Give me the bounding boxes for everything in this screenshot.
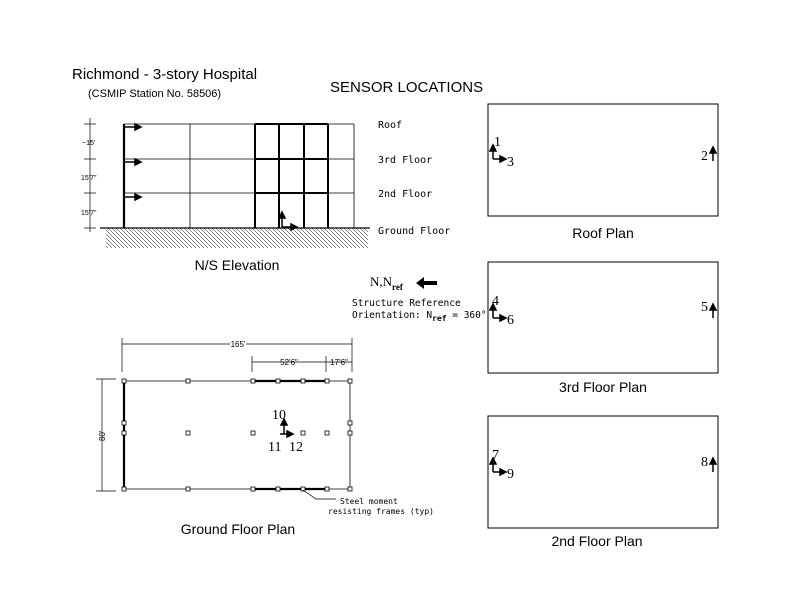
sensor-2: 2 [701,149,708,164]
sensor-6: 6 [507,313,514,328]
north-label-sub: ref [392,282,404,292]
third-floor-plan: 4 6 5 3rd Floor Plan [487,261,719,395]
north-label: N,N [370,274,393,289]
dim-roof-height: ~15' [82,140,95,147]
floor-label-ground: Ground Floor [378,226,450,237]
sensor-4: 4 [492,294,499,309]
ns-elevation: ~15' 15'7" 15'7" Roof 3rd Floor 2nd Floo… [81,118,450,273]
sensor-3: 3 [507,155,514,170]
roof-plan-caption: Roof Plan [572,225,633,241]
sensor-7: 7 [492,448,499,463]
sensor-10: 10 [272,408,286,423]
plan-columns [121,378,353,492]
ground-sensor-arrows [279,417,295,439]
height-dimension-line [84,118,96,232]
sensor-9: 9 [507,467,514,482]
dim-depth: 80' [98,430,107,441]
frame-note-leader [302,489,336,500]
frame-note-line-1: Steel moment [340,497,398,506]
ground-floor-plan: 165' 52'6" 17'6" 80' [96,337,434,537]
sensor-locations-heading: SENSOR LOCATIONS [330,79,483,96]
sensor-8: 8 [701,455,708,470]
plan-dimension-lines [96,338,353,492]
reference-line-2-sub: ref [432,314,447,323]
sensor-1: 1 [494,135,501,150]
dim-end-bay: 17'6" [330,358,348,367]
dim-frame-bay: 52'6" [280,358,298,367]
north-arrow-icon [416,277,437,289]
svg-text:N,Nref: N,Nref [370,274,404,292]
second-floor-plan: 7 9 8 2nd Floor Plan [487,415,719,549]
reference-line-2-suffix: = 360° [447,310,487,321]
frame-note-line-2: resisting frames (typ) [328,507,434,516]
elevation-caption: N/S Elevation [195,257,280,273]
third-floor-sensor-arrows [488,302,718,323]
moment-frame [254,123,329,228]
reference-line-2-prefix: Orientation: N [352,310,432,321]
ground-plan-caption: Ground Floor Plan [181,521,295,537]
sensor-5: 5 [701,300,708,315]
second-floor-sensor-arrows [488,456,718,477]
ground-hatch [106,228,368,248]
second-plan-caption: 2nd Floor Plan [551,533,642,549]
svg-text:Orientation: Nref = 360°: Orientation: Nref = 360° [352,310,487,323]
roof-plan: 1 3 2 Roof Plan [487,103,719,241]
building-title: Richmond - 3-story Hospital [72,66,257,83]
dim-2nd-height: 15'7" [81,210,97,217]
floor-label-roof: Roof [378,120,402,131]
north-reference: N,Nref Structure Reference Orientation: … [352,274,487,323]
floor-label-2nd: 2nd Floor [378,189,432,200]
floor-label-3rd: 3rd Floor [378,155,432,166]
elevation-sensor-arrows [125,122,143,202]
third-plan-caption: 3rd Floor Plan [559,379,647,395]
sensor-12: 12 [289,440,303,455]
reference-line-1: Structure Reference [352,298,461,309]
elevation-ground-sensor [277,210,299,232]
roof-sensor-arrows [488,143,718,164]
station-number: (CSMIP Station No. 58506) [88,88,221,100]
dim-3rd-height: 15'7" [81,175,97,182]
sensor-11: 11 [268,440,281,455]
dim-total-length: 165' [231,340,246,349]
